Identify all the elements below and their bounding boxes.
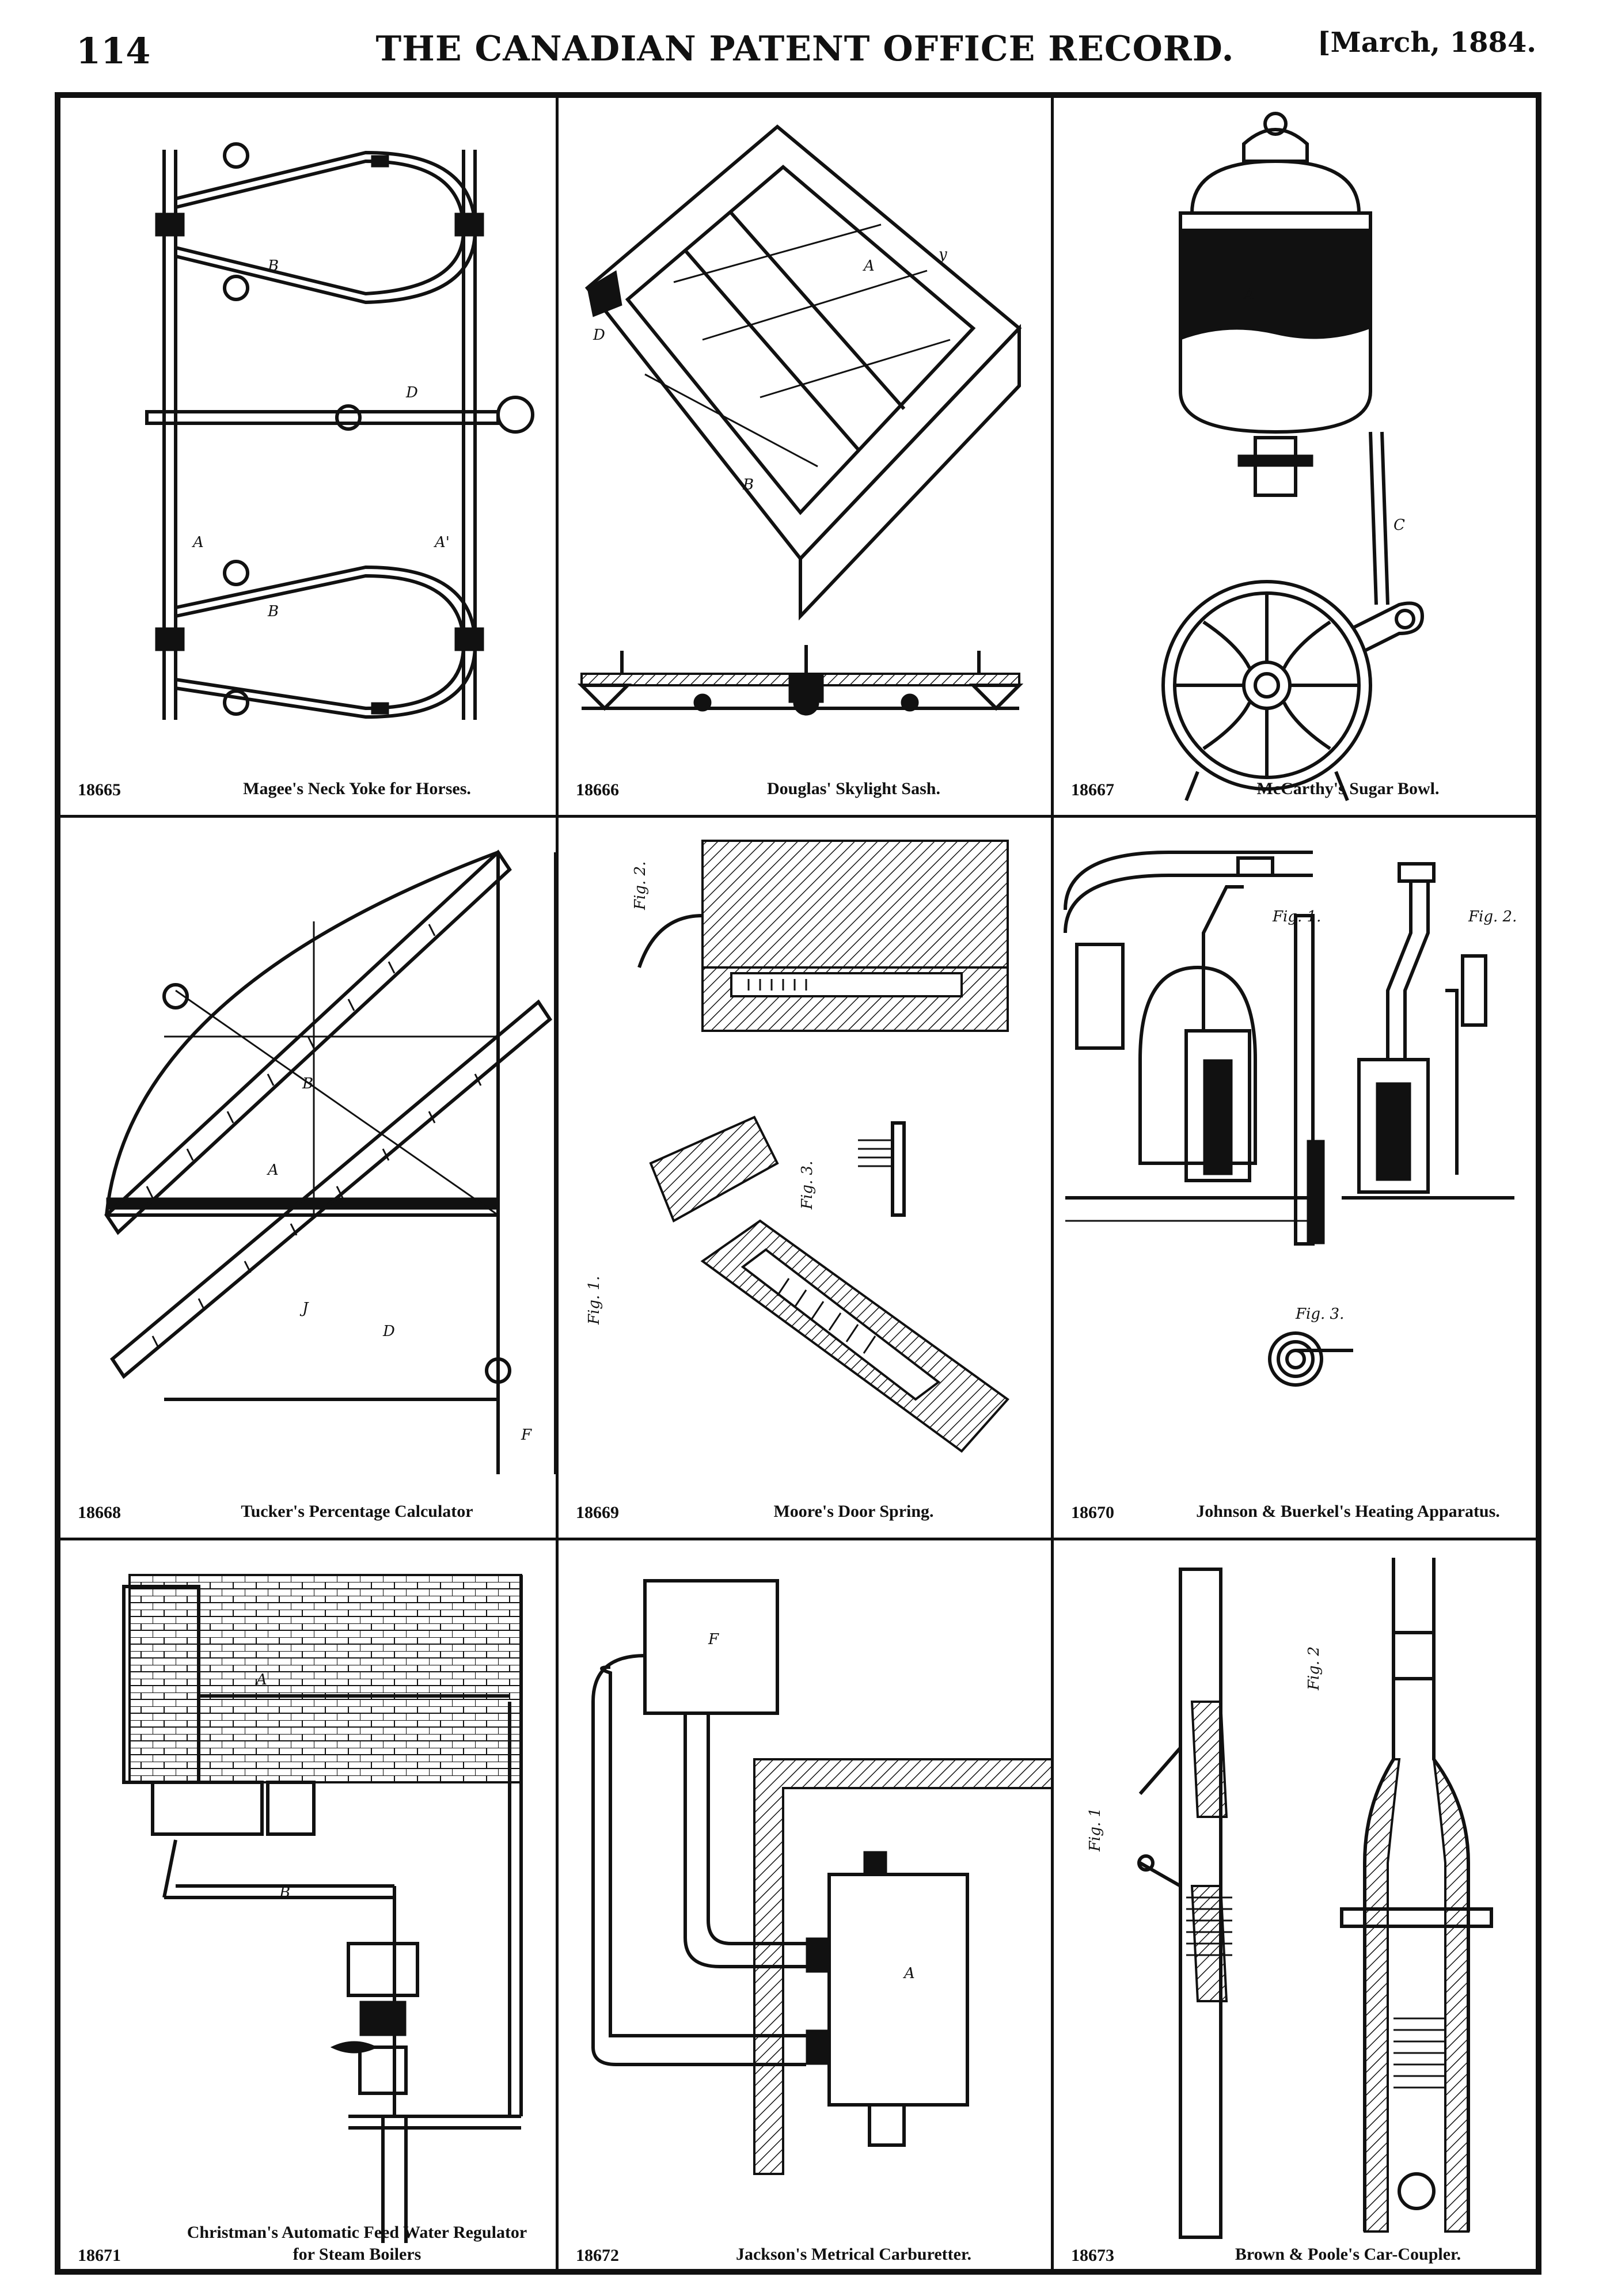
patent-18671: A B 18671 Christman's Automatic Feed Wat…: [60, 1540, 556, 2280]
caption: 18666 Douglas' Skylight Sash.: [570, 762, 1039, 802]
caption: 18670 Johnson & Buerkel's Heating Appara…: [1065, 1485, 1533, 1525]
feed-water-regulator-drawing: A B: [122, 1574, 523, 2243]
patent-number: 18672: [576, 2246, 619, 2265]
patent-number: 18665: [78, 780, 121, 799]
svg-text:J: J: [299, 1300, 309, 1317]
fig-2-label: Fig. 2.: [1468, 908, 1517, 925]
patent-title: Moore's Door Spring.: [773, 1502, 934, 1521]
patent-18666: A y D B 18666 Douglas' Skylight Sash.: [559, 98, 1051, 815]
heating-apparatus-drawing: Fig. 1. Fig. 2. Fig. 3.: [1064, 851, 1517, 1387]
svg-text:F: F: [708, 1631, 719, 1648]
car-coupler-drawing: Fig. 1 Fig. 2: [1087, 1558, 1493, 2239]
patent-18672: F A 18672 Jackson's Metrical Carburetter…: [559, 1540, 1051, 2280]
fig-2-label: Fig. 2.: [632, 862, 649, 910]
svg-text:A: A: [255, 1671, 267, 1688]
door-spring-drawing: Fig. 2. Fig. 3. Fig. 1.: [586, 840, 1009, 1453]
svg-text:A: A: [863, 257, 875, 275]
svg-text:A: A: [192, 534, 204, 551]
svg-text:A': A': [434, 534, 450, 551]
issue-date: [March, 1884.: [1317, 26, 1536, 59]
svg-text:B: B: [302, 1075, 313, 1092]
neck-yoke-drawing: A A' D B B: [145, 142, 534, 720]
svg-text:B: B: [742, 476, 754, 494]
patent-plate-frame: A A' D B B 18665 Magee's Neck Yoke for H…: [55, 92, 1541, 2275]
patent-number: 18670: [1071, 1503, 1114, 1522]
patent-18673: Fig. 1 Fig. 2 18673 Brown &: [1054, 1540, 1544, 2280]
patent-number: 18671: [78, 2246, 121, 2265]
patent-18669: Fig. 2. Fig. 3. Fig. 1.: [559, 818, 1051, 1538]
row-divider: [60, 1538, 1536, 1540]
patent-title: Douglas' Skylight Sash.: [767, 779, 940, 798]
patent-18667: A C 18667 McCarthy's Sugar Bowl.: [1054, 98, 1544, 815]
caption: 18672 Jackson's Metrical Carburetter.: [570, 2227, 1039, 2268]
page-number: 114: [76, 30, 151, 72]
patent-18668: A B D J F 18668 Tucker's Percentage Calc…: [60, 818, 556, 1538]
patent-title: Jackson's Metrical Carburetter.: [735, 2245, 972, 2264]
patent-number: 18668: [78, 1503, 121, 1522]
svg-text:B: B: [279, 1884, 290, 1902]
column-divider: [1051, 98, 1054, 2269]
svg-text:A: A: [903, 1965, 915, 1982]
svg-text:D: D: [382, 1323, 395, 1340]
svg-text:C: C: [1393, 517, 1405, 534]
svg-text:B: B: [267, 603, 279, 620]
fig-3-label: Fig. 3.: [1295, 1306, 1344, 1323]
svg-text:D: D: [405, 384, 418, 401]
patent-number: 18667: [1071, 780, 1114, 799]
patent-title: Magee's Neck Yoke for Horses.: [243, 779, 471, 798]
svg-text:y: y: [938, 246, 947, 263]
patent-18665: A A' D B B 18665 Magee's Neck Yoke for H…: [60, 98, 556, 815]
patent-grid: A A' D B B 18665 Magee's Neck Yoke for H…: [60, 98, 1536, 2269]
caption: 18665 Magee's Neck Yoke for Horses.: [72, 762, 544, 802]
fig-1-label: Fig. 1: [1087, 1808, 1104, 1852]
caption: 18667 McCarthy's Sugar Bowl.: [1065, 762, 1533, 802]
svg-text:A: A: [1243, 286, 1255, 303]
patent-title: Christman's Automatic Feed Water Regulat…: [187, 2223, 527, 2264]
patent-title: Tucker's Percentage Calculator: [241, 1502, 473, 1521]
column-divider: [556, 98, 559, 2269]
fig-1-label: Fig. 1.: [1272, 908, 1321, 925]
caption: 18671 Christman's Automatic Feed Water R…: [72, 2223, 544, 2268]
svg-text:B: B: [267, 257, 279, 275]
svg-text:A: A: [267, 1162, 279, 1179]
row-divider: [60, 815, 1536, 818]
caption: 18668 Tucker's Percentage Calculator: [72, 1485, 544, 1525]
skylight-sash-drawing: A y D B: [577, 124, 1024, 716]
journal-title: THE CANADIAN PATENT OFFICE RECORD.: [375, 29, 1235, 69]
caption: 18673 Brown & Poole's Car-Coupler.: [1065, 2227, 1533, 2268]
patent-title: Brown & Poole's Car-Coupler.: [1235, 2245, 1461, 2264]
svg-text:F: F: [521, 1426, 532, 1444]
svg-text:D: D: [593, 327, 605, 344]
patent-title: Johnson & Buerkel's Heating Apparatus.: [1196, 1502, 1500, 1521]
caption: 18669 Moore's Door Spring.: [570, 1485, 1039, 1525]
patent-18670: Fig. 1. Fig. 2. Fig. 3. 18670: [1054, 818, 1544, 1538]
fig-3-label: Fig. 3.: [799, 1161, 816, 1210]
carburetter-drawing: F A: [591, 1579, 1051, 2175]
fig-2-label: Fig. 2: [1305, 1646, 1323, 1691]
page-header: 114 THE CANADIAN PATENT OFFICE RECORD. […: [0, 0, 1610, 86]
patent-title: McCarthy's Sugar Bowl.: [1256, 779, 1440, 798]
patent-number: 18669: [576, 1503, 619, 1522]
patent-number: 18666: [576, 780, 619, 799]
patent-number: 18673: [1071, 2246, 1114, 2265]
sugar-bowl-drawing: A C: [1161, 112, 1425, 802]
percentage-calculator-drawing: A B D J F: [104, 849, 556, 1474]
fig-1-label: Fig. 1.: [586, 1276, 603, 1325]
